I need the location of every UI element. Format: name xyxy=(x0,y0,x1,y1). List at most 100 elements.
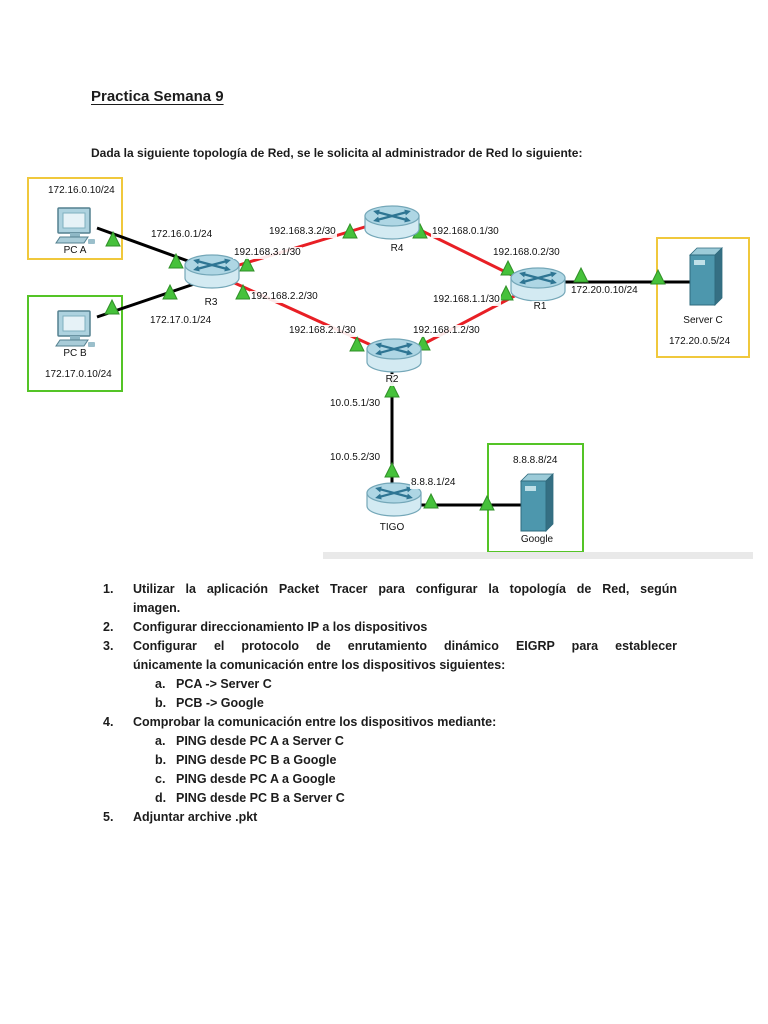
task-text-line: Configurar direccionamiento IP a los dis… xyxy=(133,620,428,634)
device-label-tigo: TIGO xyxy=(377,522,407,534)
link-status-arrow-icon xyxy=(650,268,666,285)
device-label-r4: R4 xyxy=(388,243,406,255)
task-item-4: 4.Comprobar la comunicación entre los di… xyxy=(103,713,677,808)
router-cross xyxy=(377,487,411,499)
router-cross xyxy=(375,210,409,222)
subitem-text: PING desde PC B a Server C xyxy=(176,791,345,805)
subitem-letter: b. xyxy=(155,696,167,710)
serial-link xyxy=(411,289,525,352)
subitem-text: PCA -> Server C xyxy=(176,677,272,691)
device-label-server-c: Server C xyxy=(681,315,725,327)
server-slot xyxy=(694,260,705,265)
router-cross-arrowhead xyxy=(373,216,380,223)
link-status-arrow-icon xyxy=(498,284,514,301)
pc-screen xyxy=(62,212,86,229)
subitem-letter: a. xyxy=(155,677,166,691)
subitem-letter: d. xyxy=(155,791,167,805)
task-text-line: Comprobar la comunicación entre los disp… xyxy=(133,715,497,729)
task-subitem: b.PING desde PC B a Google xyxy=(133,751,677,770)
link-status-arrow-icon xyxy=(162,283,178,300)
router-cross-arrowhead xyxy=(375,486,382,493)
device-label-r2: R2 xyxy=(383,374,401,386)
task-body: Adjuntar archive .pkt xyxy=(133,808,677,827)
link-status-arrow-icon xyxy=(384,461,400,478)
task-text-line: únicamente la comunicación entre los dis… xyxy=(133,658,506,672)
page-title: Practica Semana 9 xyxy=(91,88,224,105)
ip-address-label: 8.8.8.1/24 xyxy=(410,477,457,489)
subitem-text: PING desde PC A a Server C xyxy=(176,734,344,748)
router-cross-arrowhead xyxy=(375,493,382,500)
pc-stand xyxy=(70,233,80,237)
task-subitem: a. PCA -> Server C xyxy=(133,675,677,694)
pc-keyboard xyxy=(55,339,89,347)
ip-address-label: 192.168.3.2/30 xyxy=(268,226,337,238)
task-body: Utilizar la aplicación Packet Tracer par… xyxy=(133,580,677,618)
pc-mouse xyxy=(88,342,95,347)
task-number: 2. xyxy=(103,620,114,634)
task-item-1: 1. Utilizar la aplicación Packet Tracer p… xyxy=(103,580,677,618)
ip-address-label: 192.168.1.2/30 xyxy=(412,325,481,337)
router-cross-arrowhead xyxy=(224,258,231,265)
ip-address-label: 192.168.0.2/30 xyxy=(492,247,561,259)
task-item-2: 2. Configurar direccionamiento IP a los d… xyxy=(103,618,677,637)
router-cross-arrowhead xyxy=(406,493,413,500)
ip-address-label: 192.168.1.1/30 xyxy=(432,294,501,306)
router-cross-arrowhead xyxy=(519,271,526,278)
device-label-r1: R1 xyxy=(531,301,549,313)
link-status-arrow-icon xyxy=(104,298,120,315)
task-number: 1. xyxy=(103,582,114,596)
highlight-box-green xyxy=(27,295,123,392)
ip-address-label: 172.17.0.1/24 xyxy=(149,315,213,327)
task-subitem: c.PING desde PC A a Google xyxy=(133,770,677,789)
router-cross-arrowhead xyxy=(193,258,200,265)
subitem-text: PCB -> Google xyxy=(176,696,264,710)
router-cross-arrowhead xyxy=(373,209,380,216)
ip-address-label: 8.8.8.8/24 xyxy=(512,455,559,467)
task-body: Configurar el protocolo de enrutamiento … xyxy=(133,637,677,713)
link-status-arrow-icon xyxy=(105,230,121,247)
link-status-arrow-icon xyxy=(349,335,365,352)
device-label-pc-b: PC B xyxy=(61,348,89,360)
subitem-letter: c. xyxy=(155,772,166,786)
link-status-arrow-icon xyxy=(239,255,255,272)
router-cross-arrowhead xyxy=(404,209,411,216)
task-item-3: 3.Configurar el protocolo de enrutamient… xyxy=(103,637,677,713)
task-body: Configurar direccionamiento IP a los dis… xyxy=(133,618,677,637)
router-cross-arrowhead xyxy=(406,342,413,349)
router-cross-arrowhead xyxy=(404,216,411,223)
ip-address-label: 192.168.0.1/30 xyxy=(431,226,500,238)
router-cross-arrowhead xyxy=(550,271,557,278)
router-cross-arrowhead xyxy=(375,349,382,356)
router-cross xyxy=(377,343,411,355)
task-text-line: Adjuntar archive .pkt xyxy=(133,810,258,824)
task-body: Comprobar la comunicación entre los disp… xyxy=(133,713,677,808)
router-cross-arrowhead xyxy=(224,265,231,272)
link-status-arrow-icon xyxy=(168,252,184,269)
pc-keyboard xyxy=(55,236,89,244)
link-status-arrow-icon xyxy=(500,259,516,276)
task-number: 5. xyxy=(103,810,114,824)
server-side xyxy=(545,473,554,532)
ip-address-label: 172.20.0.10/24 xyxy=(570,285,639,297)
subitem-letter: a. xyxy=(155,734,166,748)
server-side xyxy=(714,247,723,306)
router-cross xyxy=(195,259,229,271)
ip-address-label: 10.0.5.1/30 xyxy=(329,398,382,410)
device-label-pc-a: PC A xyxy=(61,245,89,257)
topology-canvas xyxy=(27,177,753,559)
link-status-arrow-icon xyxy=(342,222,358,239)
intro-text: Dada la siguiente topología de Red, se l… xyxy=(91,146,583,160)
router-cross-arrowhead xyxy=(519,278,526,285)
ip-address-label: 172.17.0.10/24 xyxy=(44,369,113,381)
router-cross-arrowhead xyxy=(550,278,557,285)
highlight-box-yellow xyxy=(656,237,750,358)
link-status-arrow-icon xyxy=(384,381,400,398)
ip-address-label: 172.16.0.10/24 xyxy=(47,185,116,197)
server-slot xyxy=(525,486,536,491)
link-status-arrow-icon xyxy=(573,266,589,283)
ip-address-label: 172.20.0.5/24 xyxy=(668,336,732,348)
task-text-line: Utilizar la aplicación Packet Tracer par… xyxy=(133,582,677,596)
router-cross xyxy=(521,272,555,284)
